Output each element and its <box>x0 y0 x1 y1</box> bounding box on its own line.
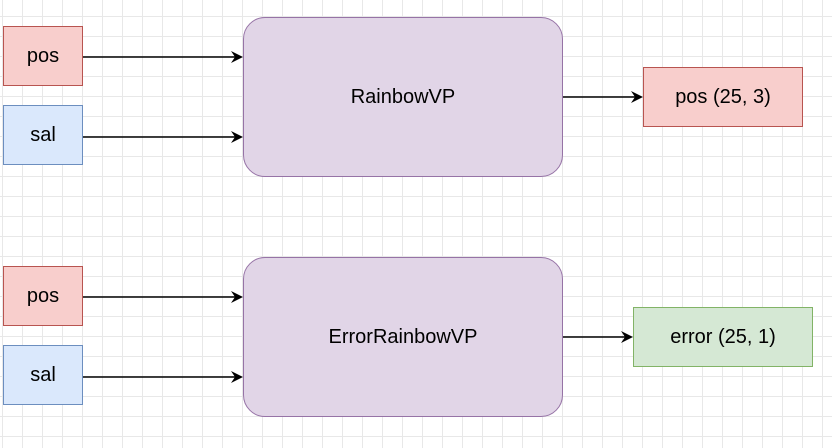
top-output-pos-label: pos (25, 3) <box>675 85 771 108</box>
errorrainbowvp-process-label: ErrorRainbowVP <box>328 325 478 348</box>
bottom-input-pos-node[interactable]: pos <box>3 266 83 326</box>
bottom-output-error-node[interactable]: error (25, 1) <box>633 307 813 367</box>
top-output-pos-node[interactable]: pos (25, 3) <box>643 67 803 127</box>
bottom-input-pos-label: pos <box>26 284 60 307</box>
top-input-sal-node[interactable]: sal <box>3 105 83 165</box>
bottom-input-sal-label: sal <box>30 363 56 386</box>
top-input-pos-node[interactable]: pos <box>3 26 83 86</box>
rainbowvp-process-node[interactable]: RainbowVP <box>243 17 563 177</box>
bottom-input-sal-node[interactable]: sal <box>3 345 83 405</box>
rainbowvp-process-label: RainbowVP <box>350 85 456 108</box>
errorrainbowvp-process-node[interactable]: ErrorRainbowVP <box>243 257 563 417</box>
bottom-output-error-label: error (25, 1) <box>670 325 776 348</box>
top-input-pos-label: pos <box>26 44 60 67</box>
top-input-sal-label: sal <box>30 123 56 146</box>
